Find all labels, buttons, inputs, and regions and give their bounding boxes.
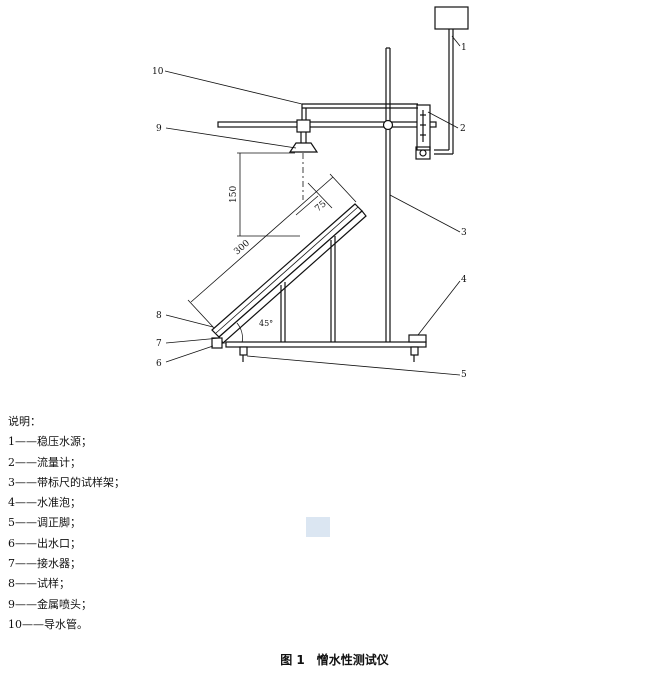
adjusting-foot-left — [239, 346, 248, 356]
legend-item: 4——水准泡； — [8, 496, 81, 510]
watermark-logo — [306, 517, 330, 537]
water-outlet — [211, 337, 223, 349]
callout-5: 5 — [461, 370, 467, 380]
legend-item: 6——出水口； — [8, 536, 81, 550]
legend: 说明： 1——稳压水源； 2——流量计； 3——带标尺的试样架； 4——水准泡；… — [8, 412, 125, 635]
callout-4: 4 — [461, 275, 467, 285]
callout-9: 9 — [156, 124, 162, 134]
apparatus-diagram: 1 2 3 4 5 6 7 8 9 10 150 75 300 45° — [152, 6, 469, 380]
level-bubble — [408, 334, 427, 343]
legend-item: 1——稳压水源； — [8, 435, 92, 449]
legend-item: 10——导水管。 — [8, 617, 88, 631]
dimension-150: 150 — [229, 186, 239, 203]
callout-2: 2 — [460, 124, 466, 134]
base-plate — [225, 341, 427, 348]
nozzle-holder — [296, 119, 311, 133]
legend-item: 8——试样； — [8, 577, 70, 591]
callout-7: 7 — [156, 339, 162, 349]
dimension-300: 300 — [232, 238, 252, 257]
angle-45: 45° — [259, 319, 273, 328]
figure-caption: 图 1 憎水性测试仪 — [0, 651, 669, 668]
legend-item: 2——流量计； — [8, 455, 81, 469]
callout-10: 10 — [152, 67, 164, 77]
callout-8: 8 — [156, 311, 162, 321]
legend-item: 3——带标尺的试样架； — [8, 475, 125, 489]
figure-title: 憎水性测试仪 — [316, 653, 389, 667]
figure-label: 图 1 — [280, 653, 305, 667]
metal-nozzle — [288, 142, 319, 153]
horizontal-arm — [217, 121, 437, 128]
water-source-tank — [434, 6, 469, 30]
legend-item: 9——金属喷头； — [8, 597, 92, 611]
callout-1: 1 — [461, 43, 467, 53]
water-collector — [218, 210, 367, 344]
adjusting-foot-right — [410, 346, 419, 356]
legend-item: 7——接水器； — [8, 557, 81, 571]
callout-6: 6 — [156, 359, 162, 369]
callout-3: 3 — [461, 228, 467, 238]
legend-title: 说明： — [8, 415, 41, 428]
legend-item: 5——调正脚； — [8, 516, 81, 530]
dimension-75: 75 — [313, 199, 328, 214]
